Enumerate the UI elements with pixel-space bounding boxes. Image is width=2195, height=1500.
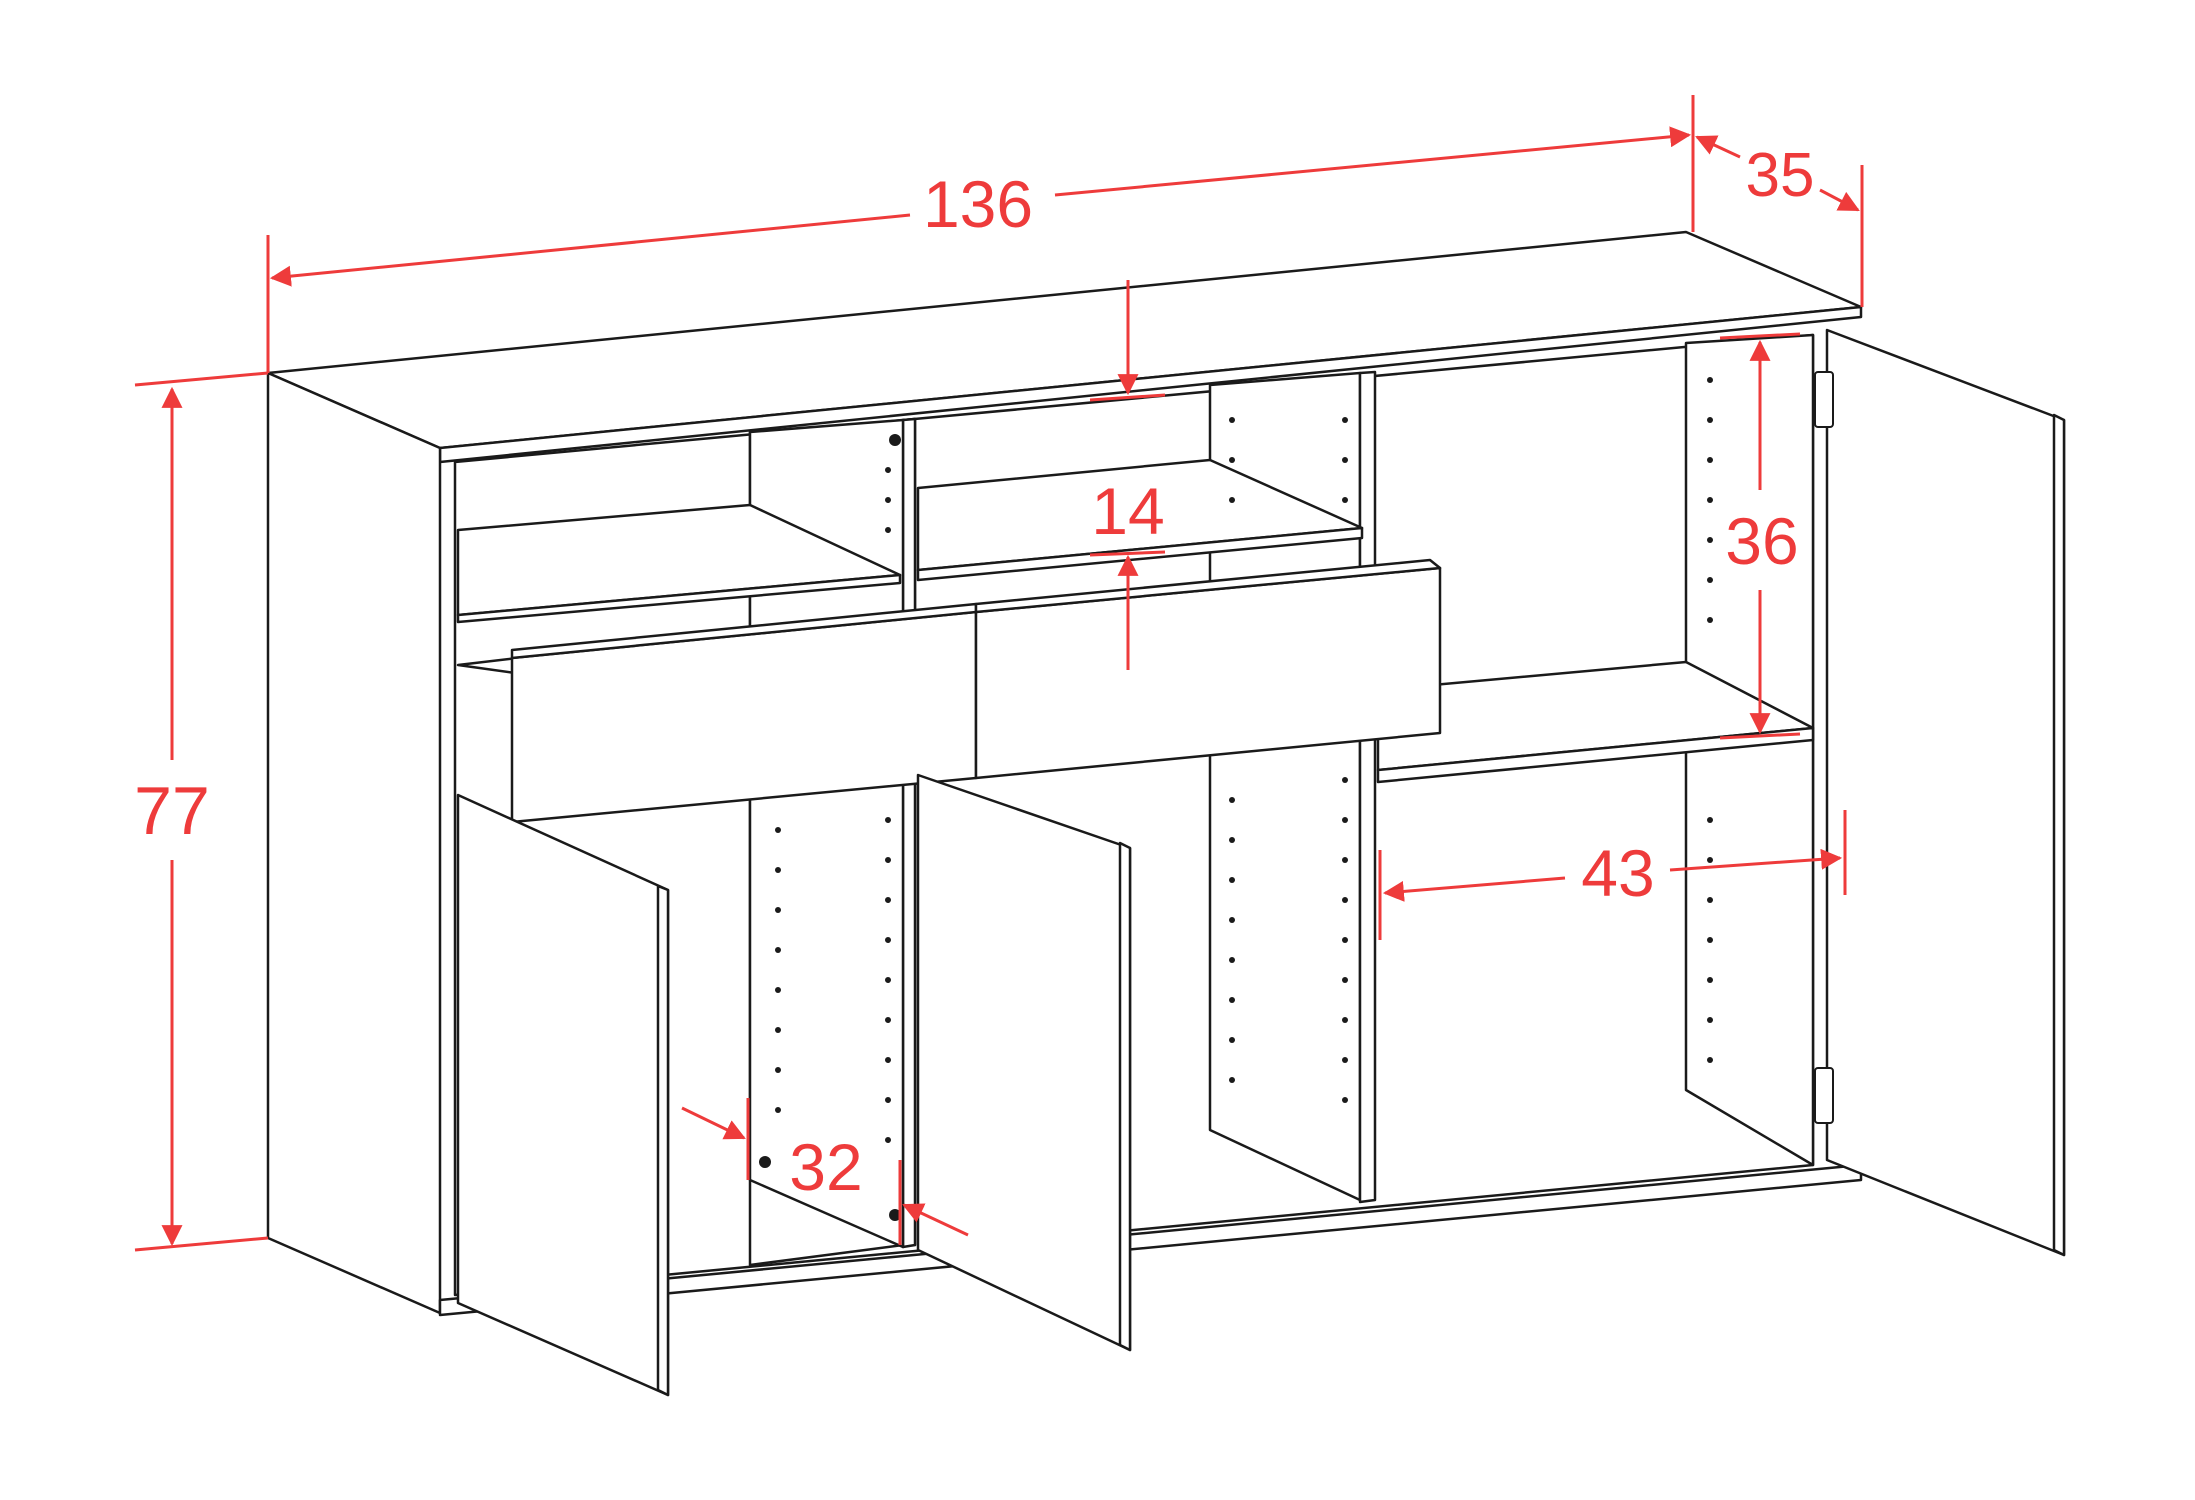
shelf-right-front — [1376, 726, 1815, 784]
divider-right-front — [1358, 370, 1377, 1204]
divider-left-front — [901, 417, 917, 1249]
depth-dimension-line-left — [1695, 135, 1741, 159]
panel-thickness-value: 32 — [789, 1130, 862, 1204]
compartment-line-left — [1382, 876, 1566, 902]
width-value: 136 — [923, 167, 1033, 241]
hinge-icon — [1814, 371, 1834, 1124]
door-left-edge — [656, 884, 670, 1397]
cabinet-left-side — [266, 371, 442, 1315]
side-inner-right — [1684, 333, 1815, 1167]
depth-value: 35 — [1746, 141, 1815, 210]
peg-holes — [759, 377, 1713, 1221]
thickness-arrow-right — [902, 1203, 969, 1237]
door-middle-edge — [1118, 841, 1132, 1352]
top-gap-extension-upper — [1089, 393, 1166, 402]
cabinet-bottom-board — [438, 1163, 1863, 1317]
drawer-right-top — [974, 558, 1442, 614]
compartment-width-value: 43 — [1581, 836, 1654, 910]
shelf-spacing-value: 36 — [1725, 504, 1798, 578]
cabinet-drawing — [266, 230, 2066, 1397]
compartment-line-right — [1669, 848, 1843, 872]
width-dimension-line-right — [1054, 126, 1692, 197]
height-value: 77 — [134, 773, 210, 849]
top-gap-value: 14 — [1091, 474, 1164, 548]
top-gap-extension-lower — [1089, 550, 1166, 557]
door-right — [1825, 328, 2066, 1257]
width-dimension-line-left — [269, 213, 911, 287]
depth-dimension-line-right — [1819, 188, 1860, 212]
door-right-edge — [2052, 413, 2066, 1257]
dimension-annotations — [134, 95, 1864, 1252]
door-middle — [916, 773, 1132, 1352]
thickness-arrow-left — [681, 1106, 746, 1140]
height-extension-bottom — [134, 1236, 269, 1252]
shelf-upper-left-front — [456, 573, 902, 624]
shelf-spacing-extension-top — [1719, 332, 1801, 340]
door-left — [456, 793, 670, 1397]
height-extension-top — [134, 371, 269, 387]
shelf-spacing-extension-bottom — [1719, 732, 1801, 740]
